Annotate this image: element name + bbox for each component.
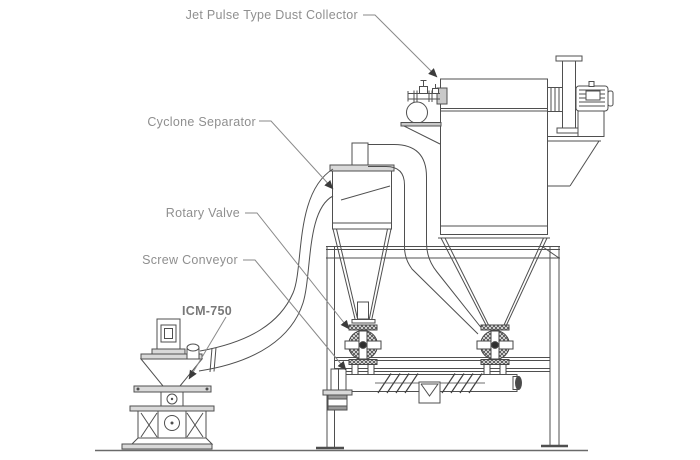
- mill-to-cyclone-duct: [198, 168, 334, 373]
- discharge-chute: [418, 381, 441, 404]
- pulse-valve-air-tank: [400, 80, 448, 145]
- labels: Jet Pulse Type Dust Collector Cyclone Se…: [142, 8, 358, 318]
- leader-jet-pulse: [363, 14, 438, 78]
- cyclone-separator: [329, 142, 395, 324]
- label-screw-conveyor: Screw Conveyor: [142, 253, 238, 267]
- screw-conveyor: [322, 368, 522, 411]
- label-rotary-valve: Rotary Valve: [166, 206, 240, 220]
- conveyor-drive-motor: [322, 368, 353, 411]
- leader-rotary-valve: [245, 212, 350, 330]
- screw-flights: [375, 373, 485, 394]
- leader-lines: [188, 14, 438, 380]
- leader-icm-750: [188, 316, 227, 380]
- label-jet-pulse-dust-collector: Jet Pulse Type Dust Collector: [186, 8, 358, 22]
- label-icm-750-model: ICM-750: [182, 304, 232, 318]
- label-cyclone-separator: Cyclone Separator: [147, 115, 256, 129]
- rotary-valve-left: [344, 324, 382, 375]
- exhaust-blower-fan: [547, 55, 614, 187]
- leader-screw-conveyor: [243, 259, 347, 371]
- jet-pulse-dust-collector: [438, 78, 550, 326]
- icm-750-grinding-mill: [121, 318, 215, 450]
- rotary-valve-right: [476, 324, 514, 375]
- leader-cyclone: [259, 120, 334, 190]
- cyclone-outlet-duct: [368, 144, 484, 335]
